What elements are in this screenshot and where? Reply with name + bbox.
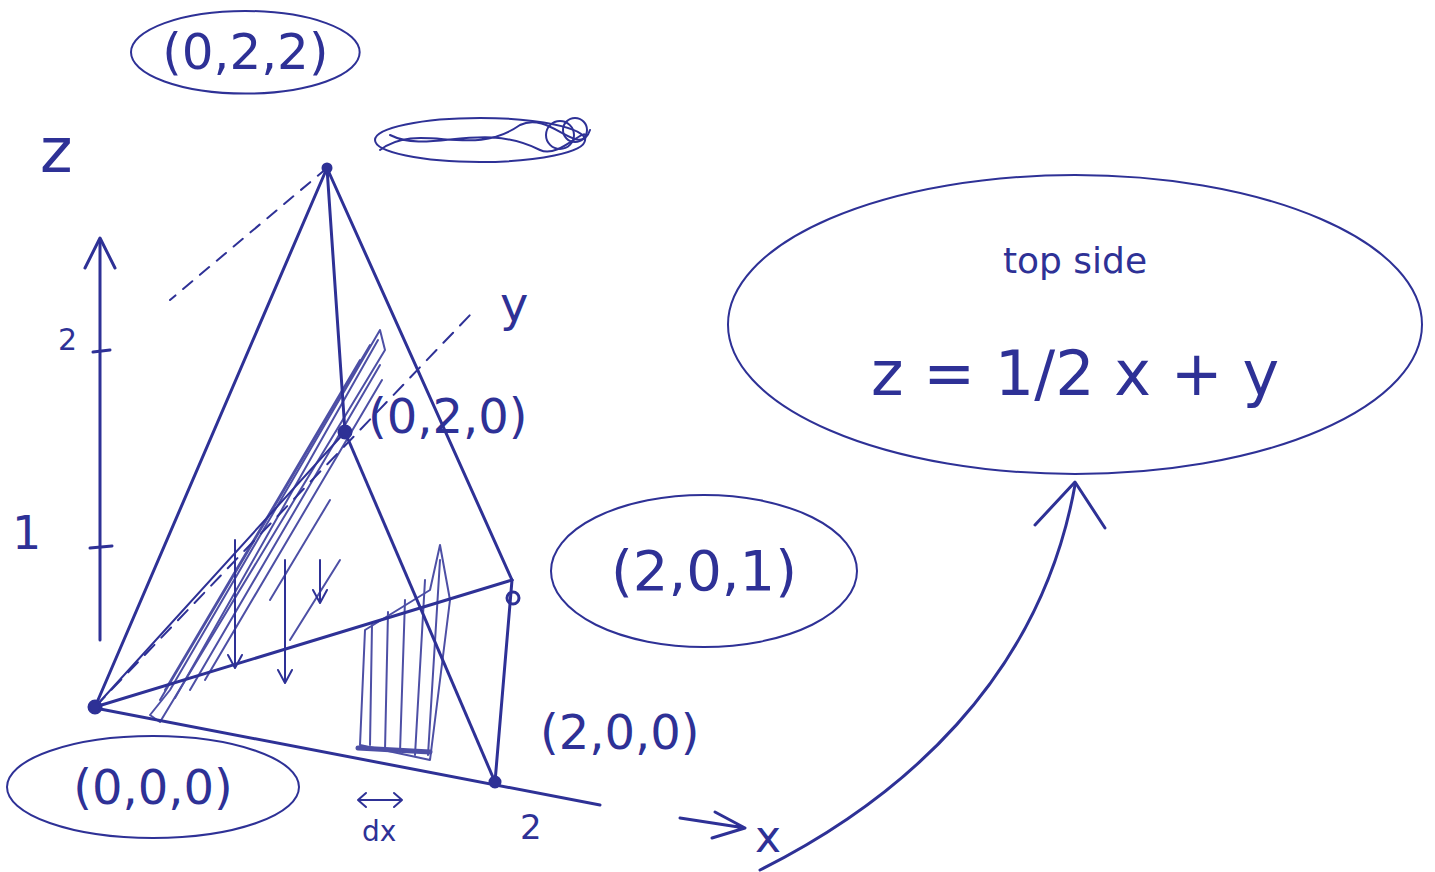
axis-label: x: [755, 815, 781, 859]
note-text: (0,2,2): [162, 25, 328, 80]
circled-note: (2,0,1): [548, 492, 860, 650]
circled-note: (0,0,0): [4, 733, 302, 841]
tick-label: 1: [12, 510, 41, 556]
tick-label: 2: [58, 325, 77, 355]
dimension-label: dx: [362, 818, 396, 846]
tick-label: 2: [520, 810, 542, 844]
axis-label: y: [500, 280, 528, 328]
note-heading: top side: [1003, 241, 1147, 281]
point-label: (0,2,0): [368, 392, 528, 440]
axis-label: z: [40, 120, 73, 182]
circled-note: top side z = 1/2 x + y: [725, 172, 1425, 477]
ellipse-outline: [725, 172, 1425, 477]
note-text: (2,0,1): [611, 540, 797, 602]
circled-note: (0,2,2): [128, 8, 363, 97]
note-text: z = 1/2 x + y: [871, 340, 1279, 408]
point-label: (2,0,0): [540, 708, 700, 756]
note-text: (0,0,0): [73, 761, 233, 814]
